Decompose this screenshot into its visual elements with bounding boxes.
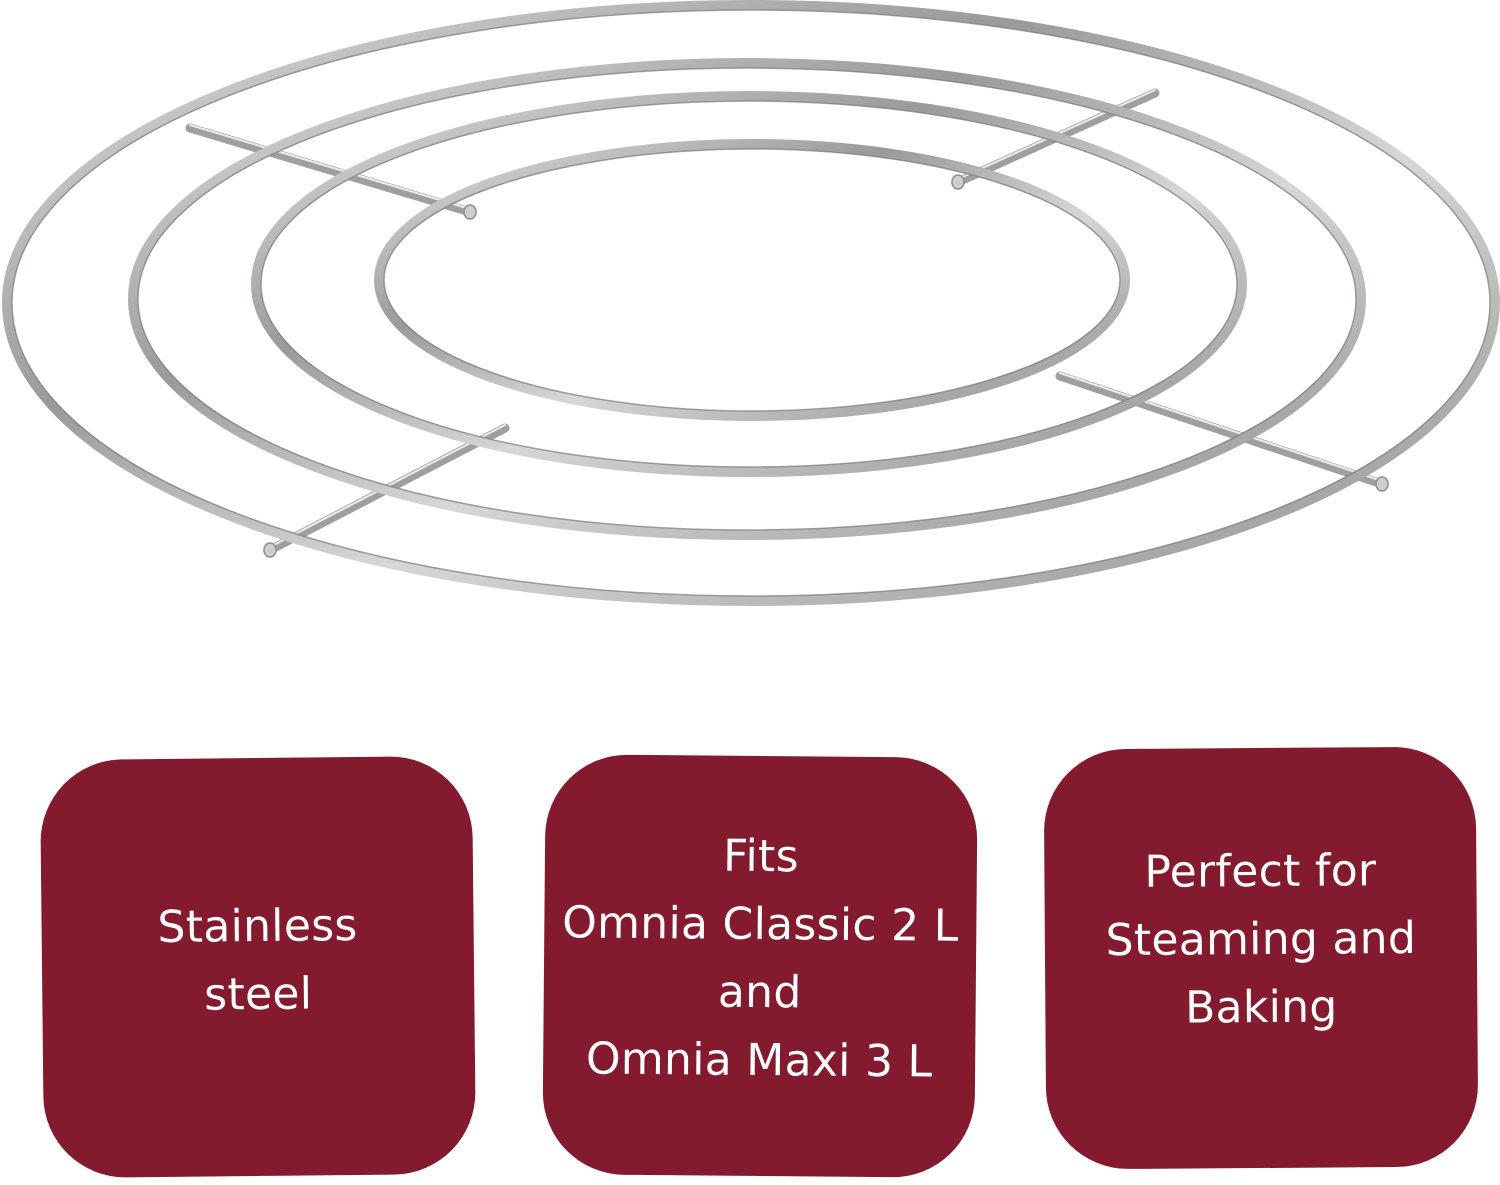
badge-text-line: Baking [1184, 981, 1338, 1034]
rings [2, 0, 1500, 606]
badge-text-line: Perfect for [1144, 845, 1377, 898]
ring-third [251, 91, 1247, 477]
product-image-rack [2, 0, 1500, 606]
badge-text-line: Omnia Classic 2 L [561, 897, 959, 952]
badge-text-line: Stainless [157, 899, 358, 954]
badge-text-line: Steaming and [1105, 912, 1417, 967]
ring-inner [374, 139, 1130, 421]
badge-text-line: Fits [722, 830, 800, 883]
feature-badge-compatibility: Fits Omnia Classic 2 L and Omnia Maxi 3 … [542, 754, 978, 1178]
feature-badge-usage: Perfect for Steaming and Baking [1043, 746, 1479, 1170]
badge-text-line: Omnia Maxi 3 L [585, 1033, 933, 1088]
badge-text-line: and [717, 966, 802, 1019]
ring-second [128, 58, 1366, 540]
ring-outer [2, 0, 1500, 606]
badge-text-line: steel [203, 968, 313, 1021]
feature-badge-material: Stainless steel [39, 755, 477, 1179]
